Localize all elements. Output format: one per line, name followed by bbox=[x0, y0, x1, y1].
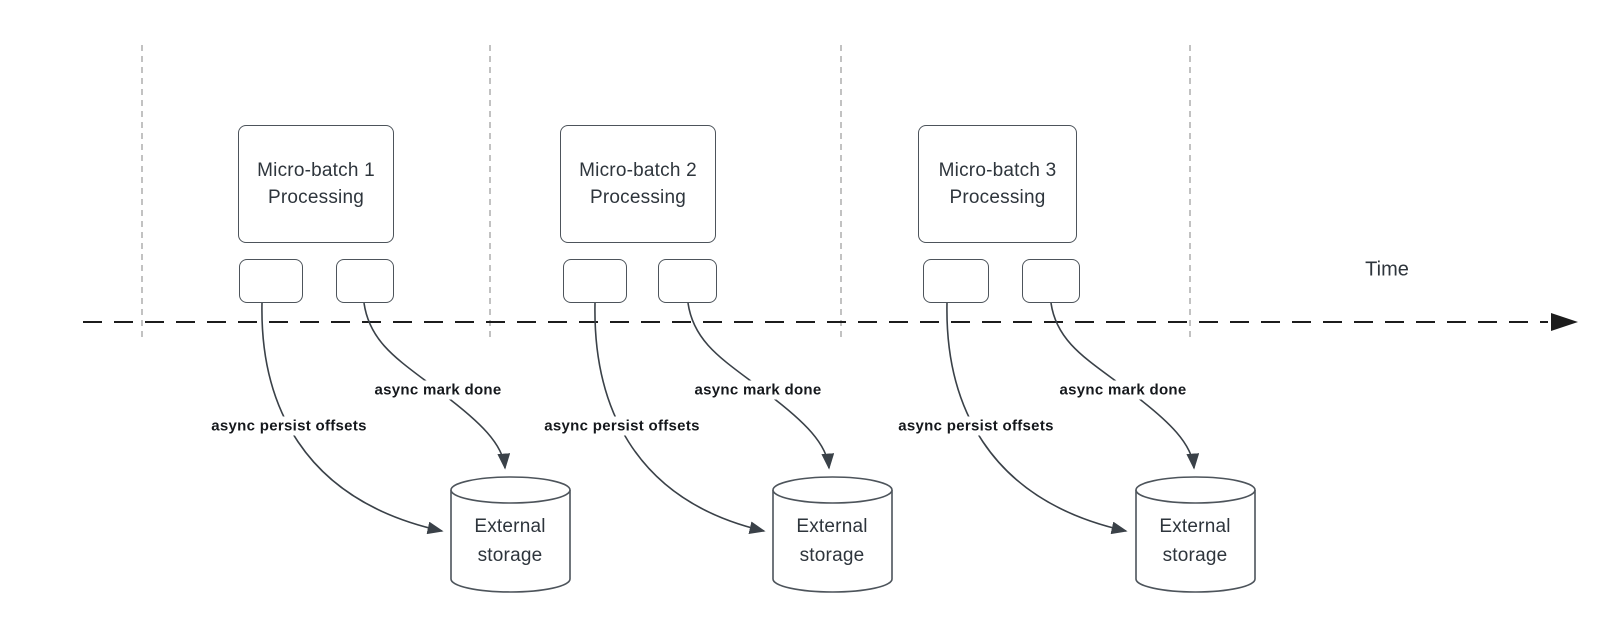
micro-batch-2-small-box-left bbox=[563, 259, 627, 303]
micro-batch-1-box: Micro-batch 1 Processing bbox=[238, 125, 394, 243]
async-persist-offsets-label-3: async persist offsets bbox=[895, 416, 1057, 436]
micro-batch-2-box-line2: Processing bbox=[589, 187, 686, 208]
external-storage-label-1-line2: storage bbox=[477, 545, 543, 566]
micro-batch-3-box-line1: Micro-batch 3 bbox=[938, 160, 1057, 181]
async-mark-done-label-1: async mark done bbox=[371, 380, 505, 400]
micro-batch-3-small-box-left bbox=[923, 259, 989, 303]
external-storage-label-1-line1: External bbox=[474, 516, 546, 537]
micro-batch-2-box: Micro-batch 2 Processing bbox=[560, 125, 716, 243]
micro-batch-1-box-line1: Micro-batch 1 bbox=[257, 160, 375, 181]
micro-batch-1-box-label: Micro-batch 1 Processing bbox=[257, 157, 375, 211]
external-storage-label-2-line1: External bbox=[796, 516, 868, 537]
micro-batch-3-small-box-right bbox=[1022, 259, 1080, 303]
external-storage-cylinder-1 bbox=[450, 476, 571, 593]
async-persist-offsets-arrow-1 bbox=[261, 302, 444, 535]
async-persist-offsets-arrow-3 bbox=[946, 302, 1128, 535]
micro-batch-1-small-box-left bbox=[239, 259, 303, 303]
async-persist-offsets-arrow-2 bbox=[594, 302, 766, 534]
micro-batch-2-small-box-right bbox=[658, 259, 717, 303]
async-mark-done-label-2: async mark done bbox=[691, 380, 825, 400]
async-mark-done-label-3: async mark done bbox=[1056, 380, 1190, 400]
async-persist-offsets-label-2: async persist offsets bbox=[541, 416, 703, 436]
cylinder-body bbox=[772, 490, 893, 593]
external-storage-label-3-line2: storage bbox=[1162, 545, 1228, 566]
time-axis-arrowhead bbox=[1551, 313, 1578, 331]
cylinder-top-ellipse bbox=[450, 476, 571, 504]
micro-batch-2-box-label: Micro-batch 2 Processing bbox=[579, 157, 697, 211]
micro-batch-1-box-line2: Processing bbox=[267, 187, 364, 208]
micro-batch-3-box: Micro-batch 3 Processing bbox=[918, 125, 1077, 243]
micro-batch-1-small-box-right bbox=[336, 259, 394, 303]
micro-batch-3-box-label: Micro-batch 3 Processing bbox=[939, 157, 1057, 211]
cylinder-top-ellipse bbox=[1135, 476, 1256, 504]
external-storage-label-2-line2: storage bbox=[799, 545, 865, 566]
micro-batch-2-box-line1: Micro-batch 2 bbox=[579, 160, 697, 181]
external-storage-label-1: External storage bbox=[450, 512, 570, 570]
cylinder-top-ellipse bbox=[772, 476, 893, 504]
cylinder-body bbox=[450, 490, 571, 593]
async-persist-offsets-label-1: async persist offsets bbox=[208, 416, 370, 436]
external-storage-label-3-line1: External bbox=[1159, 516, 1231, 537]
external-storage-label-2: External storage bbox=[772, 512, 892, 570]
cylinder-body bbox=[1135, 490, 1256, 593]
external-storage-cylinder-2 bbox=[772, 476, 893, 593]
external-storage-cylinder-3 bbox=[1135, 476, 1256, 593]
micro-batch-3-box-line2: Processing bbox=[949, 187, 1046, 208]
external-storage-label-3: External storage bbox=[1135, 512, 1255, 570]
time-label: Time bbox=[1365, 258, 1409, 281]
